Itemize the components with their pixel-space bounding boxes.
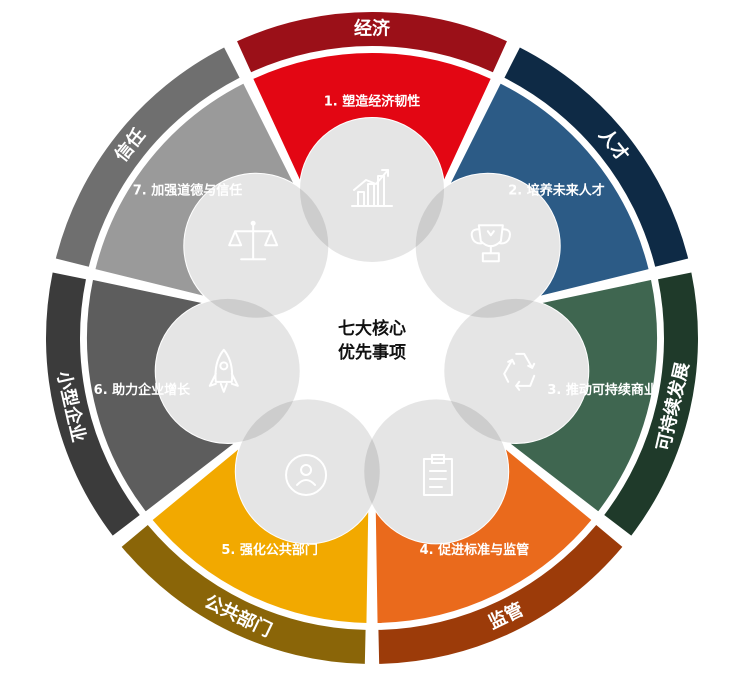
rocket-icon <box>208 348 239 393</box>
petal-1 <box>250 51 494 187</box>
center-label: 七大核心 优先事项 <box>338 318 406 363</box>
person-cycle-icon <box>285 453 328 496</box>
trophy-icon <box>470 224 511 263</box>
center-title-line2: 优先事项 <box>338 342 406 363</box>
petal-5 <box>149 443 371 625</box>
petal-label-5: 5. 强化公共部门 <box>221 542 318 558</box>
ring-segment-1 <box>237 11 507 73</box>
icon-layer <box>208 169 536 496</box>
recycle-icon <box>503 352 536 391</box>
scales-icon <box>228 220 279 261</box>
petal-7 <box>93 80 298 300</box>
petal-label-3: 3. 推动可持续商业 <box>547 382 657 398</box>
petal-3 <box>503 277 659 515</box>
ring-segment-6 <box>45 272 140 536</box>
petal-label-2: 2. 培养未来人才 <box>508 182 605 198</box>
petal-label-7: 7. 加强道德与信任 <box>133 182 243 198</box>
petal-layer <box>85 51 659 625</box>
petal-6 <box>85 277 241 515</box>
icon-disc-1 <box>300 118 444 262</box>
center-title-line1: 七大核心 <box>338 318 406 339</box>
petal-2 <box>446 80 651 300</box>
petal-label-6: 6. 助力企业增长 <box>94 382 192 398</box>
petal-label-1: 1. 塑造经济韧性 <box>324 94 421 110</box>
ring-label-1: 经济 <box>354 18 391 40</box>
icon-disc-6 <box>155 298 300 443</box>
outer-ring <box>45 11 698 664</box>
petal-4 <box>373 443 595 625</box>
bar-chart-icon <box>351 169 393 207</box>
petal-label-4: 4. 促进标准与监管 <box>420 542 530 558</box>
icon-disc-7 <box>184 173 329 318</box>
ring-segment-7 <box>55 47 240 267</box>
ring-segment-5 <box>121 525 366 664</box>
ring-segment-3 <box>604 272 698 536</box>
icon-disc-3 <box>444 298 589 443</box>
icon-disc-5 <box>235 399 380 544</box>
ring-segment-2 <box>504 47 689 267</box>
clipboard-icon <box>422 453 453 496</box>
ring-segment-4 <box>378 525 623 664</box>
